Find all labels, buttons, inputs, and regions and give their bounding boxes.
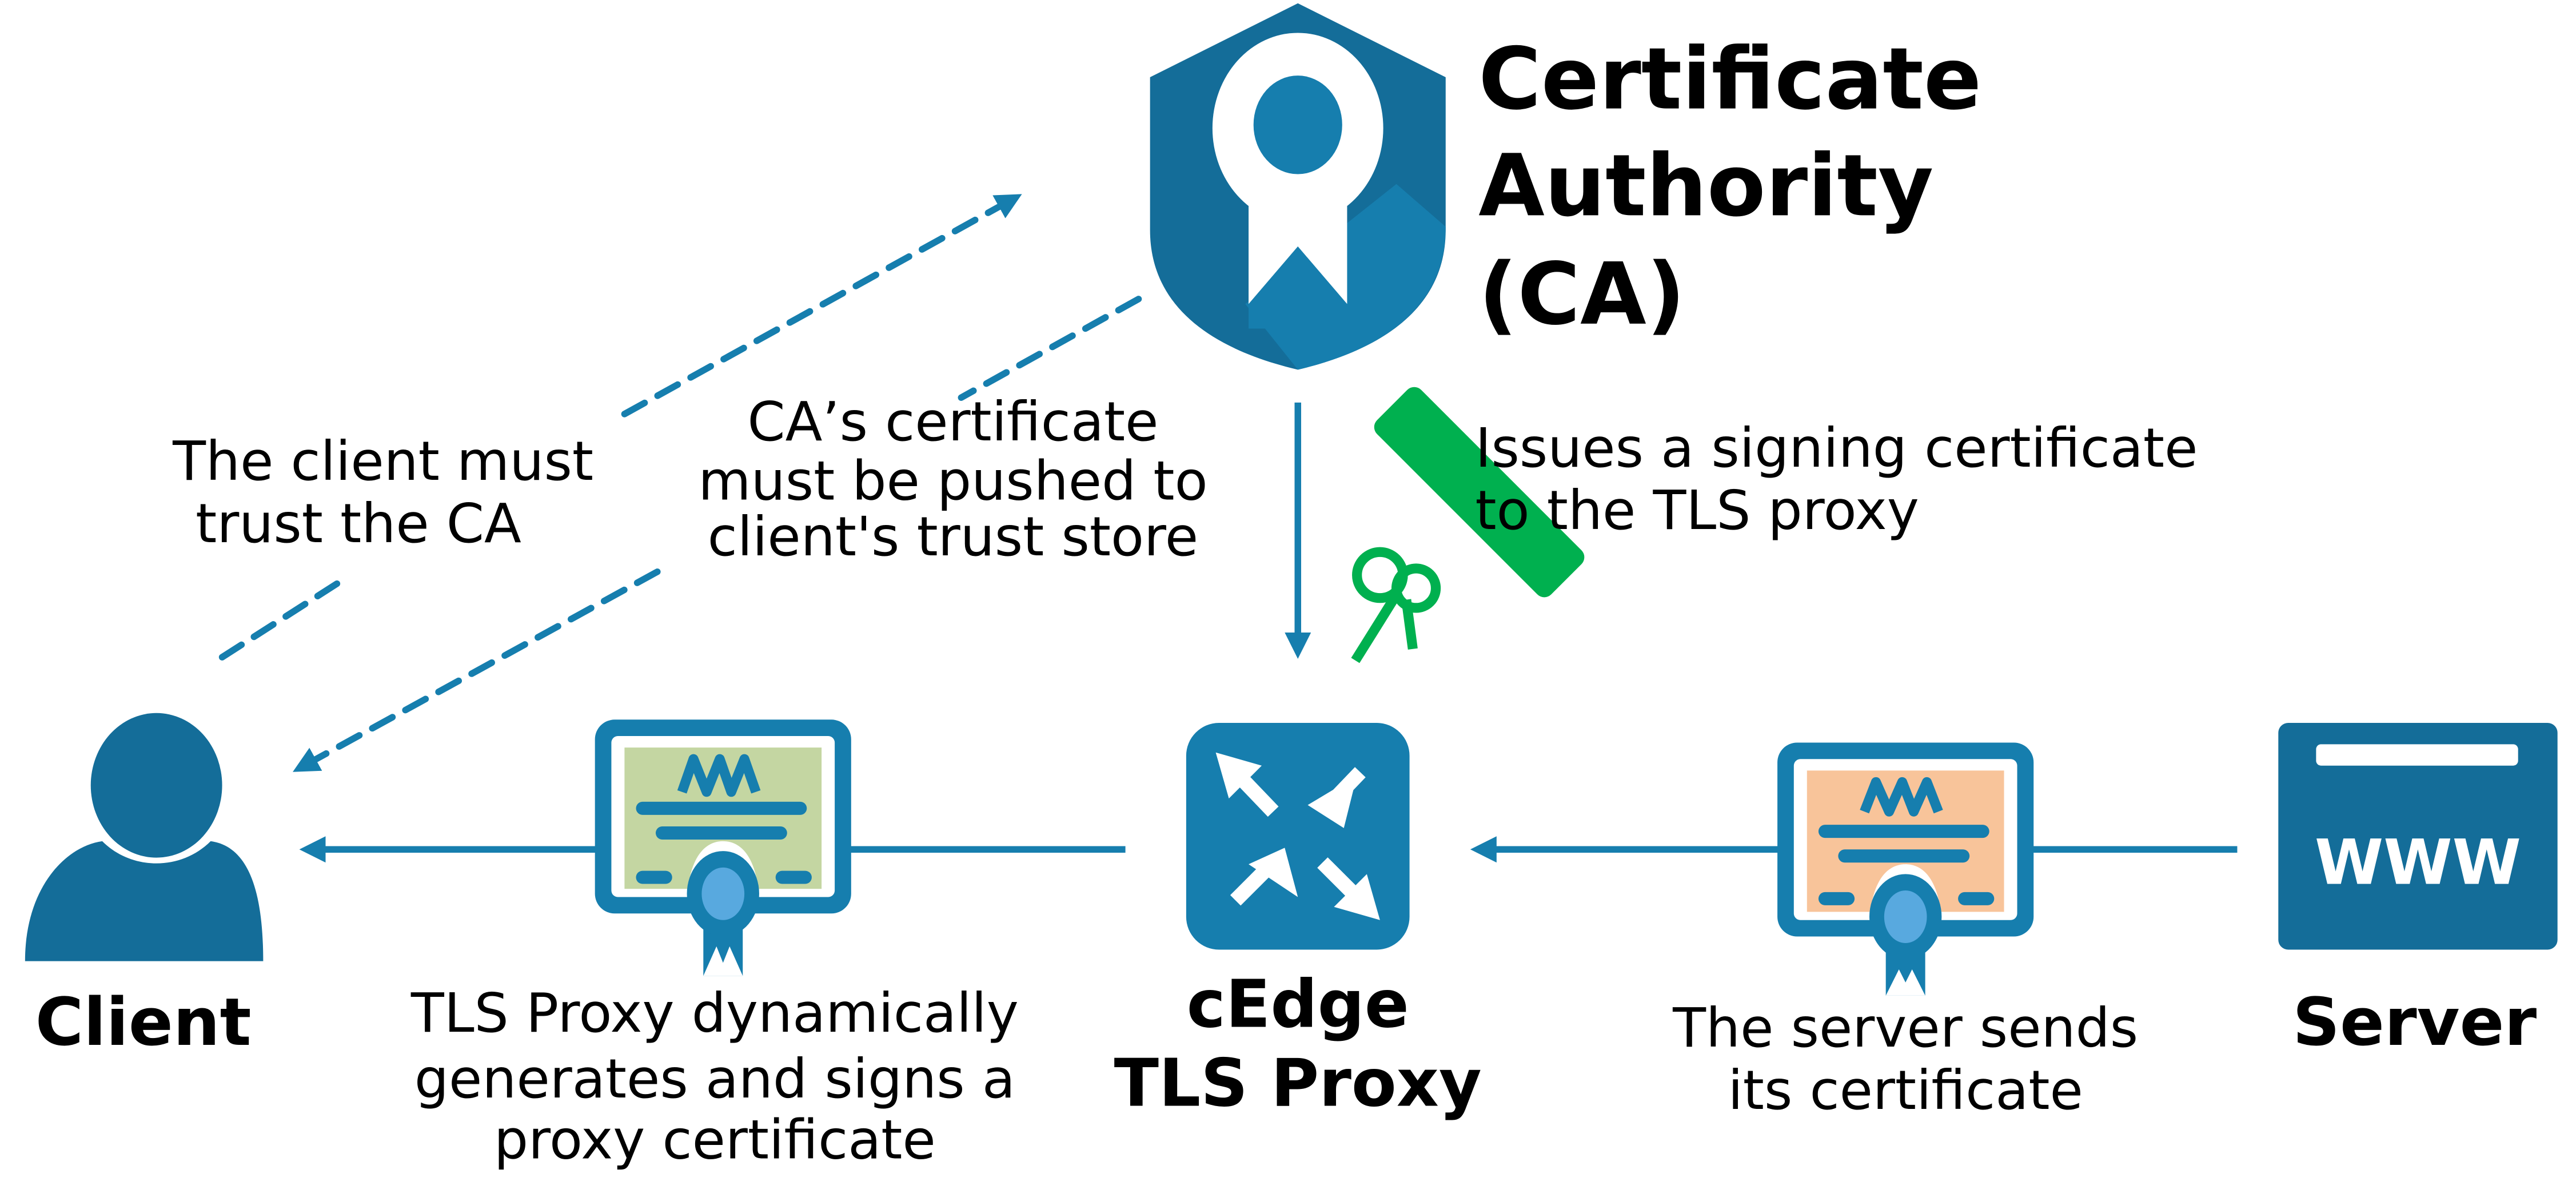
proxy-label-line-1: cEdge [1187,966,1409,1043]
server-sends-label-line-2: its certificate [1728,1059,2083,1122]
server-label: Server [2292,984,2537,1061]
ca-title-line-2: Authority [1478,136,1933,236]
server-www-icon: WWW [2278,723,2558,950]
client-trust-label-line-2: trust the CA [196,492,521,555]
ca-push-label-line-1: CA’s certificate [747,391,1158,454]
client-trust-label-line-1: The client must [172,430,593,493]
signing-certificate-diploma-icon [1351,387,1585,663]
server-sends-label-line-1: The server sends [1672,997,2138,1060]
certificate-authority-shield-icon [1150,3,1446,370]
issues-label-line-1: Issues a signing certificate [1475,417,2198,480]
ca-push-label-line-2: must be pushed to [698,450,1207,512]
client-trust-ca-dashed-arrow-upper [621,194,1022,417]
proxy-generates-label-line-3: proxy certificate [494,1108,936,1171]
proxy-certificate-icon [595,719,851,976]
ca-push-label-line-3: client's trust store [708,506,1199,568]
proxy-generates-label-line-2: generates and signs a [414,1048,1015,1111]
www-text: WWW [2315,826,2521,899]
ca-title-line-1: Certificate [1478,30,1981,129]
proxy-label-line-2: TLS Proxy [1114,1045,1482,1122]
client-label: Client [35,984,252,1061]
client-trust-ca-dashed-arrow [218,575,349,661]
ca-push-dashed-arrow-upper [958,296,1142,401]
issues-label-line-2: to the TLS proxy [1475,479,1919,542]
cedge-router-icon [1186,723,1410,950]
client-person-icon [25,713,264,961]
ca-title-line-3: (CA) [1478,245,1685,344]
server-certificate-icon [1777,742,2034,996]
ca-push-dashed-arrow [293,568,661,772]
proxy-generates-label-line-1: TLS Proxy dynamically [410,982,1019,1045]
